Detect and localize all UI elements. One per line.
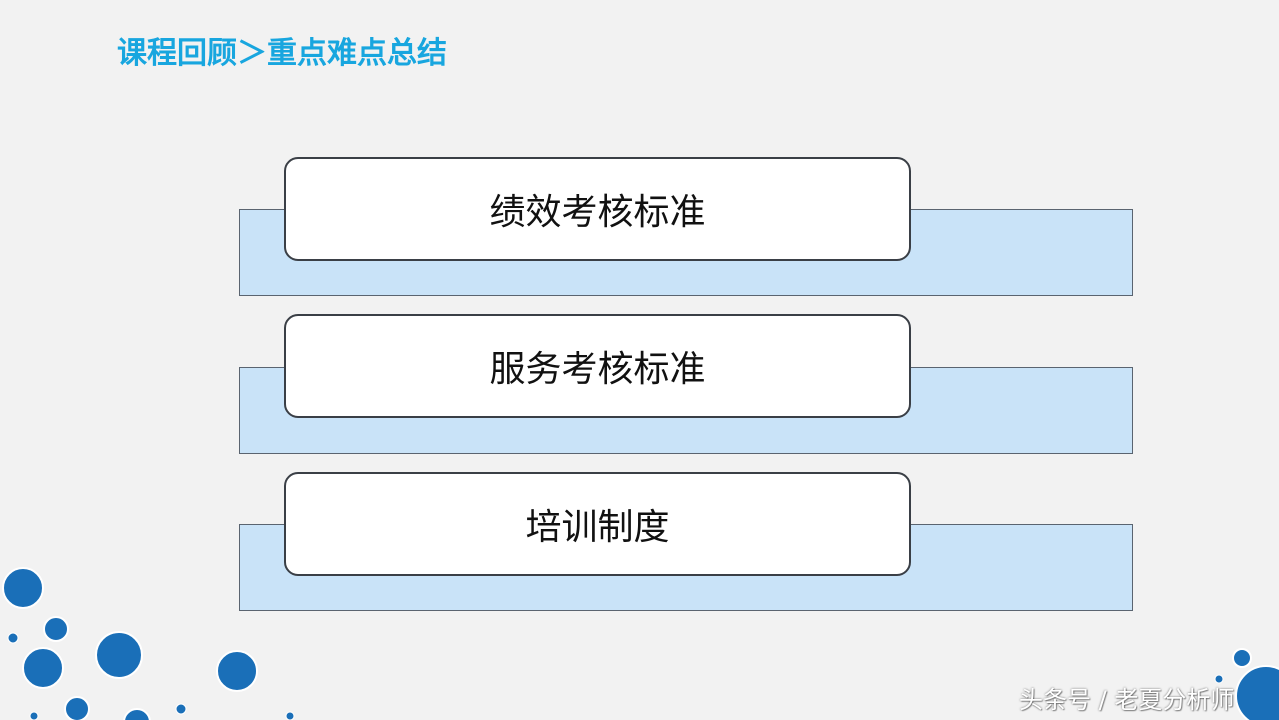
bubble-decoration [43, 616, 69, 642]
bubble-decoration [1232, 648, 1252, 668]
bubble-decoration [1214, 674, 1224, 684]
bubble-decoration [64, 696, 90, 720]
bubble-decoration [22, 647, 64, 689]
watermark: 头条号 / 老夏分析师 [1019, 686, 1235, 714]
bubble-decoration [95, 631, 143, 679]
bubble-decoration [216, 650, 258, 692]
bubble-decoration [7, 632, 19, 644]
bubble-decoration [285, 711, 295, 720]
bubble-decoration [29, 711, 39, 720]
item-label-2: 服务考核标准 [489, 349, 706, 390]
page-title: 课程回顾＞重点难点总结 [117, 36, 447, 71]
bubble-decoration [1235, 665, 1279, 720]
item-card-3: 培训制度 [284, 472, 911, 576]
item-label-1: 绩效考核标准 [489, 192, 706, 233]
item-card-1: 绩效考核标准 [284, 157, 911, 261]
item-card-2: 服务考核标准 [284, 314, 911, 418]
bubble-decoration [175, 703, 187, 715]
bubble-decoration [2, 567, 44, 609]
item-label-3: 培训制度 [525, 507, 670, 548]
bubble-decoration [123, 708, 151, 720]
